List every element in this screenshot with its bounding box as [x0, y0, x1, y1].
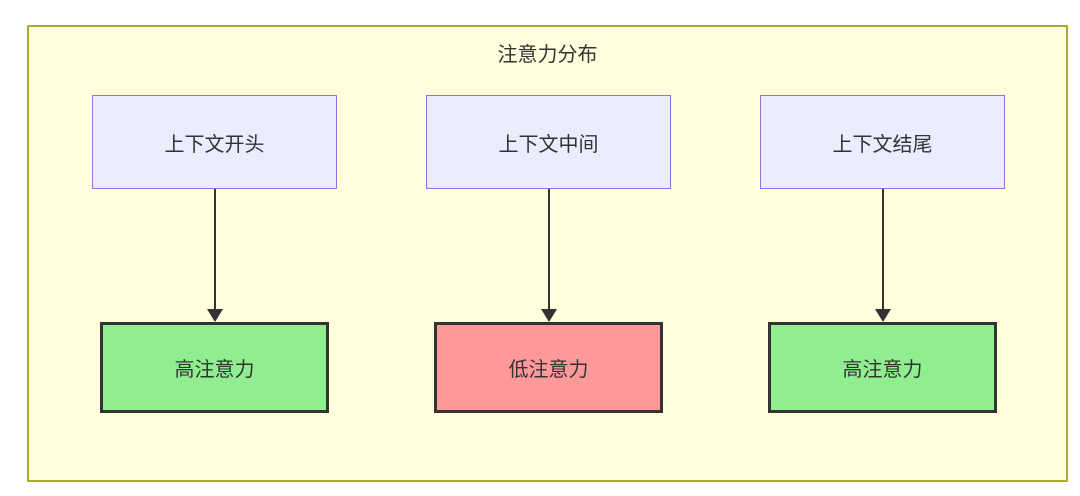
attention-distribution-container: 注意力分布 上下文开头 高注意力 上下文中间 低注意力 — [27, 25, 1068, 482]
node-high-attention-right: 高注意力 — [768, 322, 997, 413]
node-context-end: 上下文结尾 — [760, 95, 1005, 189]
node-low-attention-label: 低注意力 — [508, 359, 589, 381]
arrowhead-icon — [206, 309, 223, 322]
node-context-start: 上下文开头 — [92, 95, 337, 189]
down-arrow-middle — [540, 189, 557, 322]
arrow-line — [881, 189, 884, 309]
arrowhead-icon — [540, 309, 557, 322]
node-low-attention: 低注意力 — [434, 322, 663, 413]
node-context-middle-label: 上下文中间 — [498, 133, 599, 156]
node-context-start-label: 上下文开头 — [164, 133, 265, 156]
down-arrow-right — [874, 189, 891, 322]
node-context-middle: 上下文中间 — [426, 95, 671, 189]
node-high-attention-left-label: 高注意力 — [174, 359, 255, 381]
node-high-attention-right-label: 高注意力 — [842, 359, 923, 381]
diagram-title: 注意力分布 — [497, 44, 598, 66]
arrow-line — [213, 189, 216, 309]
column-context-start: 上下文开头 高注意力 — [92, 95, 337, 435]
column-context-end: 上下文结尾 高注意力 — [760, 95, 1005, 435]
column-context-middle: 上下文中间 低注意力 — [426, 95, 671, 435]
arrowhead-icon — [874, 309, 891, 322]
down-arrow-left — [206, 189, 223, 322]
node-context-end-label: 上下文结尾 — [832, 133, 933, 156]
arrow-line — [547, 189, 550, 309]
node-high-attention-left: 高注意力 — [100, 322, 329, 413]
